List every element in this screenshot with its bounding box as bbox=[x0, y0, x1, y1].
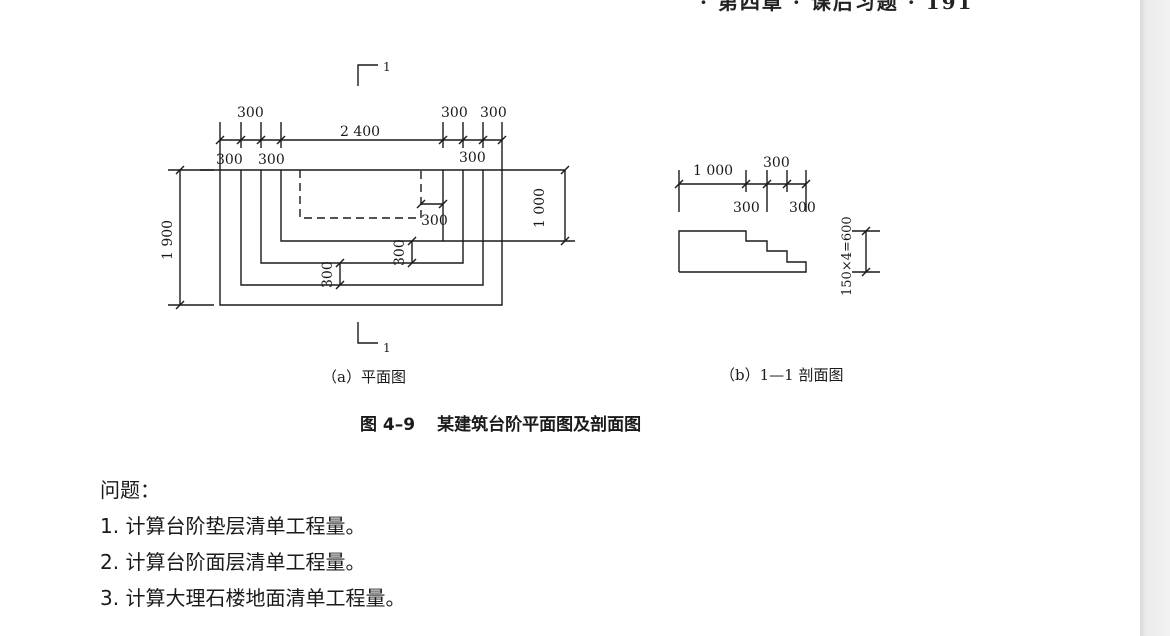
dim-top-300-left: 300 bbox=[237, 105, 264, 121]
dim-top-300-right-a: 300 bbox=[441, 105, 468, 121]
plan-step-4 bbox=[280, 170, 444, 242]
section-caption: （b）1—1 剖面图 bbox=[720, 366, 844, 384]
dim-left-1900: 1 900 bbox=[160, 220, 176, 260]
dim-inner-300-v1: 300 bbox=[392, 239, 408, 266]
section-mark-top-icon bbox=[357, 64, 378, 86]
section-mark-top-label: 1 bbox=[383, 60, 391, 74]
plan-outline bbox=[219, 170, 503, 306]
question-item-3: 3. 计算大理石楼地面清单工程量。 bbox=[100, 586, 406, 610]
section-dim-600: 150×4=600 bbox=[840, 216, 855, 296]
section-mark-bottom-label: 1 bbox=[383, 341, 391, 355]
figure-title: 图 4–9 某建筑台阶平面图及剖面图 bbox=[360, 410, 641, 435]
questions-heading: 问题： bbox=[100, 478, 160, 502]
dim-row2-300-a: 300 bbox=[216, 152, 243, 168]
page-header-fragment: · 第四章 · 课后习题 · 191 bbox=[700, 0, 974, 14]
section-profile bbox=[678, 230, 807, 273]
dim-top-2400: 2 400 bbox=[340, 124, 380, 140]
plan-step-2 bbox=[240, 170, 484, 286]
dim-row2-300-b: 300 bbox=[258, 152, 285, 168]
section-dim-1000: 1 000 bbox=[693, 163, 733, 179]
document-page: · 第四章 · 课后习题 · 191 bbox=[100, 0, 974, 616]
question-item-2: 2. 计算台阶面层清单工程量。 bbox=[100, 550, 366, 574]
dim-row2-300-c: 300 bbox=[459, 150, 486, 166]
dim-inner-300-h: 300 bbox=[421, 213, 448, 229]
figure-title-text: 某建筑台阶平面图及剖面图 bbox=[437, 415, 642, 435]
plan-step-3 bbox=[260, 170, 464, 264]
dim-top-300-right-b: 300 bbox=[480, 105, 507, 121]
plan-caption: （a）平面图 bbox=[322, 368, 406, 386]
dim-inner-300-v2: 300 bbox=[320, 261, 336, 288]
dim-right-1000: 1 000 bbox=[532, 188, 548, 228]
figure-number: 图 4–9 bbox=[360, 415, 416, 435]
section-mark-bottom-icon bbox=[357, 322, 378, 344]
question-item-1: 1. 计算台阶垫层清单工程量。 bbox=[100, 514, 366, 538]
section-dim-300-top: 300 bbox=[763, 155, 790, 171]
section-dim-300-a: 300 bbox=[733, 200, 760, 216]
section-dim-300-b: 300 bbox=[789, 200, 816, 216]
figure-drawing: 1 1 300 2 400 300 300 300 300 300 1 900 … bbox=[160, 60, 880, 355]
viewer-right-margin bbox=[1140, 0, 1170, 636]
questions-block: 问题： 1. 计算台阶垫层清单工程量。 2. 计算台阶面层清单工程量。 3. 计… bbox=[100, 472, 405, 616]
plan-dashed-edge bbox=[299, 170, 422, 219]
